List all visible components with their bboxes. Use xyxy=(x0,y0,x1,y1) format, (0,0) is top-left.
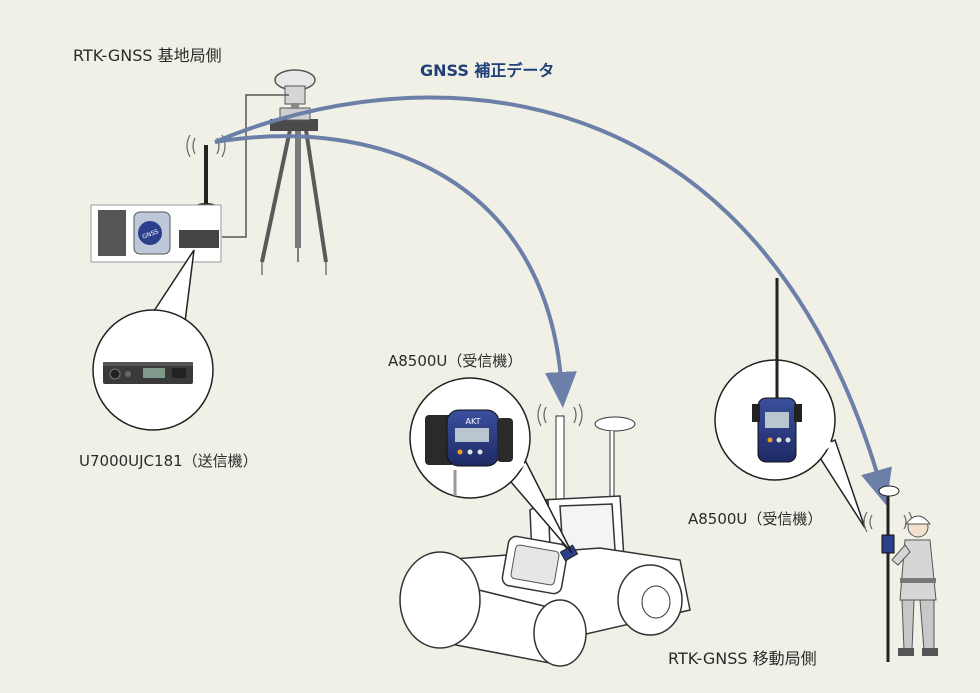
base-station-label: RTK-GNSS 基地局側 xyxy=(73,46,222,65)
radio-antenna-icon xyxy=(186,134,226,211)
roller-display xyxy=(501,535,569,595)
roller-receiver-label: A8500U（受信機） xyxy=(388,352,523,370)
tripod xyxy=(260,129,328,275)
surveyor-figure xyxy=(863,485,938,662)
correction-arrows xyxy=(214,95,892,506)
roller-radio-unit xyxy=(559,544,579,562)
device-logo: AKT xyxy=(466,417,481,426)
roller-rear-wheel xyxy=(617,564,683,636)
arrow-to-rover xyxy=(214,95,892,506)
correction-data-label: GNSS 補正データ xyxy=(420,61,555,80)
rover-receiver-label: A8500U（受信機） xyxy=(688,510,823,528)
rover-radio-wave-icon xyxy=(863,511,913,533)
transmitter-label: U7000UJC181（送信機） xyxy=(79,452,258,470)
rover-gnss-antenna-icon xyxy=(878,485,900,497)
roller-drum xyxy=(399,551,587,667)
transmitter-unit-small xyxy=(179,230,219,248)
gnss-antenna-icon xyxy=(274,69,316,109)
tripod-head xyxy=(270,119,318,131)
road-roller-group: AKT xyxy=(399,377,691,667)
rover-group xyxy=(714,278,938,662)
roller-receiver-device-image: AKT xyxy=(425,409,513,498)
base-station-group: GNSS xyxy=(90,69,328,431)
helmet xyxy=(904,515,932,525)
arrow-to-roller xyxy=(214,134,577,408)
gnss-receiver-unit: GNSS xyxy=(133,211,171,255)
rover-radio-unit xyxy=(881,534,895,554)
antenna-cable xyxy=(222,94,289,238)
transmitter-device-image xyxy=(103,362,193,384)
battery-panel xyxy=(98,210,126,256)
rover-receiver-device-image xyxy=(752,360,802,463)
roller-radio-antenna xyxy=(555,415,565,501)
rover-station-label: RTK-GNSS 移動局側 xyxy=(668,649,817,668)
radio-wave-icon xyxy=(537,403,583,427)
